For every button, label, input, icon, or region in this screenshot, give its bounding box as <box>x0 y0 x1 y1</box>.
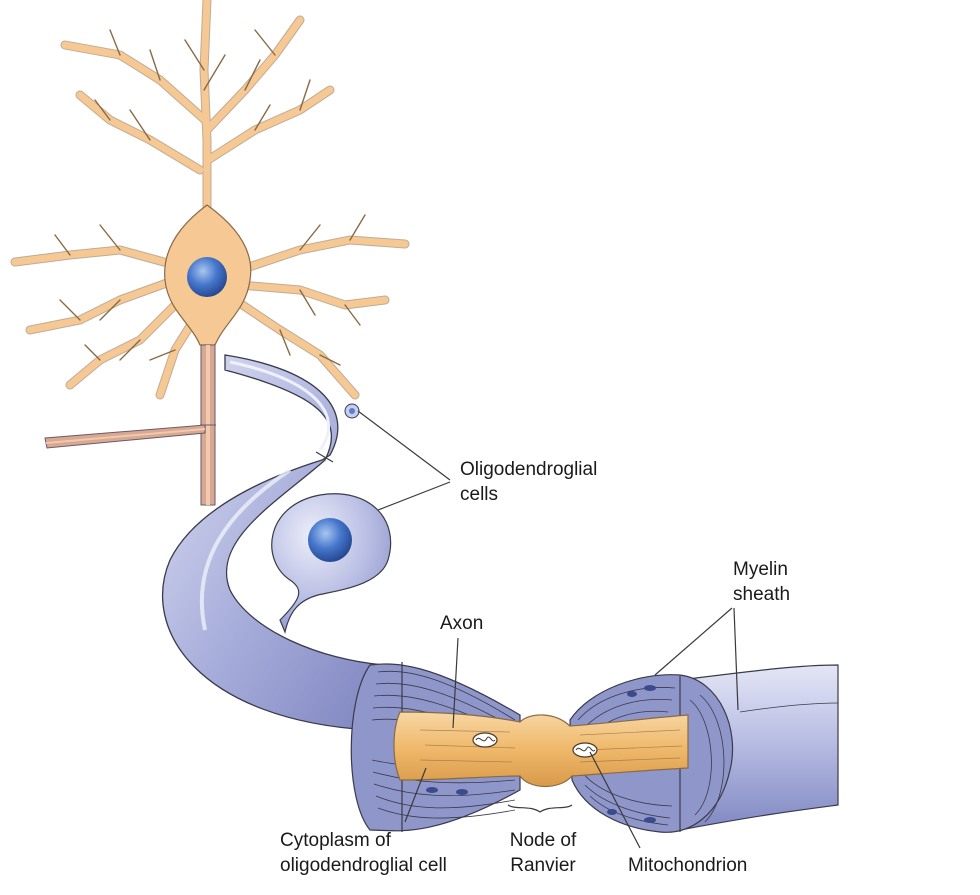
label-mitochondrion: Mitochondrion <box>628 855 748 876</box>
label-node-of-ranvier: Node of Ranvier <box>503 828 583 878</box>
node-brace <box>507 804 573 813</box>
mitochondrion-1 <box>472 732 498 748</box>
proximal-axon <box>44 344 216 506</box>
label-myelin-sheath: Myelin sheath <box>733 557 790 607</box>
label-oligodendroglial-line1: Oligodendroglial <box>460 459 598 480</box>
label-myelin-line2: sheath <box>733 584 791 605</box>
leader-lines <box>357 410 739 849</box>
leader-cytoplasm <box>404 767 427 823</box>
leader-oligodendroglial-bottom <box>377 481 451 511</box>
label-axon: Axon <box>440 613 484 634</box>
leader-myelin-a <box>654 607 733 676</box>
label-oligodendroglial-line2: cells <box>460 484 499 505</box>
label-cytoplasm-line1: Cytoplasm of <box>280 830 391 851</box>
mitochondrion-2 <box>572 742 598 758</box>
leader-oligodendroglial-top <box>357 410 451 481</box>
oligodendrocyte-nucleus <box>308 518 352 562</box>
small-oligodendrocyte <box>344 403 360 419</box>
myelinated-axon <box>161 354 386 731</box>
leader-axon <box>452 637 459 729</box>
axon-core <box>393 711 689 787</box>
label-node-line2: Ranvier <box>510 855 576 876</box>
label-myelin-line1: Myelin <box>733 559 788 580</box>
leader-myelin-b <box>733 607 739 711</box>
neuron-soma <box>164 204 252 346</box>
large-oligodendrocyte <box>271 493 392 634</box>
neuron-nucleus <box>187 257 227 297</box>
label-cytoplasm: Cytoplasm of oligodendroglial cell <box>280 828 447 878</box>
label-cytoplasm-line2: oligodendroglial cell <box>280 855 447 876</box>
leader-mitochondrion <box>589 751 641 849</box>
label-oligodendroglial-cells: Oligodendroglial cells <box>460 457 597 507</box>
label-node-line1: Node of <box>509 830 577 851</box>
